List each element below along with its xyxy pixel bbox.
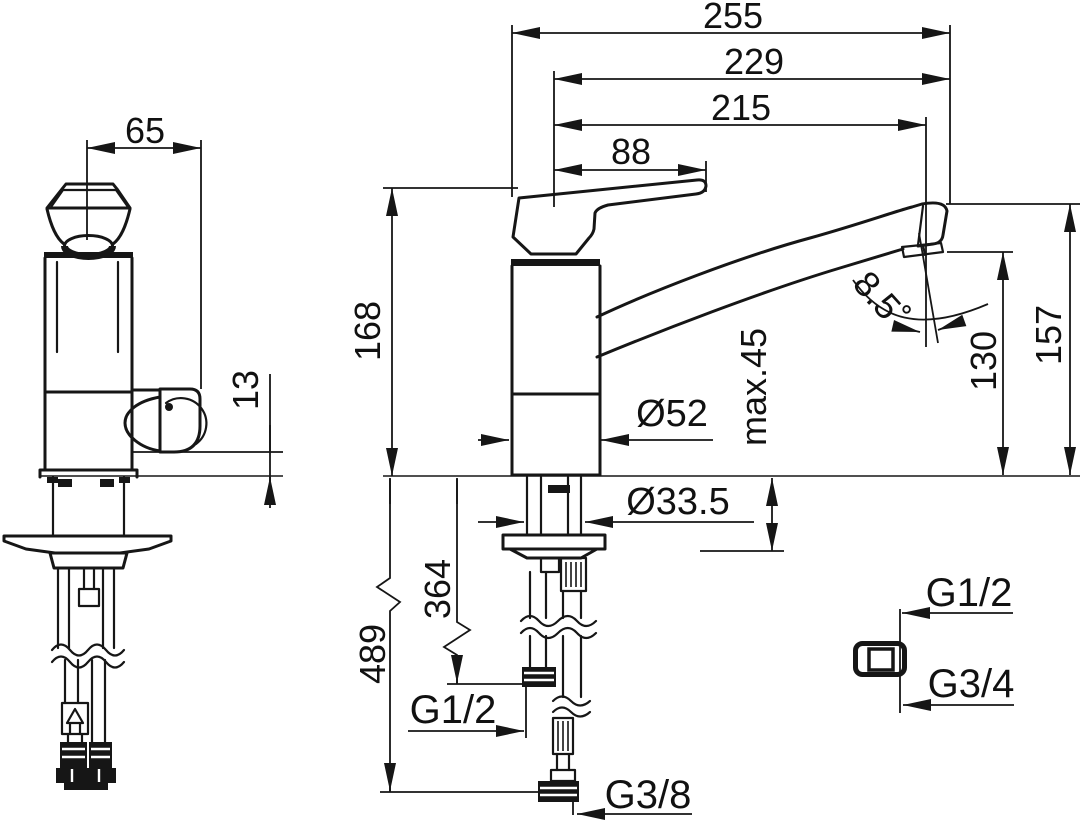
dim-13-label: 13 bbox=[225, 370, 266, 410]
extension-lines-side bbox=[380, 25, 1080, 815]
spout-bottom-edge bbox=[595, 247, 905, 359]
body-base bbox=[38, 468, 139, 479]
check-valve-body bbox=[60, 701, 90, 736]
lever-handle-outline bbox=[511, 178, 708, 256]
escutcheon-lip-side bbox=[511, 259, 600, 266]
aerator-ring bbox=[900, 241, 945, 259]
g34-adapter-label: G3/4 bbox=[928, 662, 1015, 706]
hose-crimp bbox=[559, 556, 588, 593]
hoses-lower-side bbox=[528, 634, 583, 699]
dim-215-label: 215 bbox=[711, 87, 771, 128]
body-reflection-lines bbox=[55, 260, 120, 354]
dim-168-label: 168 bbox=[347, 301, 388, 361]
gasket-right bbox=[100, 479, 114, 487]
g38-hose-label: G3/8 bbox=[605, 773, 692, 817]
handle-collar bbox=[45, 207, 132, 246]
supply-hoses-lower bbox=[63, 658, 107, 744]
spout-outlet-bulge bbox=[123, 388, 162, 453]
dim-max45-label: max.45 bbox=[733, 328, 774, 446]
check-valve-arrow bbox=[65, 707, 85, 736]
locknut bbox=[48, 551, 129, 570]
front-view bbox=[2, 182, 208, 790]
dim-255-label: 255 bbox=[703, 0, 763, 36]
hose-crimp-hatch bbox=[565, 562, 582, 587]
escutcheon-lip bbox=[44, 252, 133, 258]
hose-collar bbox=[549, 768, 577, 783]
bracket-cone bbox=[508, 547, 599, 560]
braided-hose-section bbox=[551, 716, 575, 756]
adapter-detail: G1/2 G3/4 bbox=[853, 571, 1015, 713]
supply-hoses-upper bbox=[56, 566, 116, 650]
side-view-dimensions: 255 229 215 88 168 130 157 max.45 Ø52 Ø3… bbox=[347, 0, 1080, 817]
shank-side bbox=[525, 475, 583, 537]
aerator-opening-arc bbox=[164, 397, 208, 446]
aerator-axis-line bbox=[918, 232, 939, 344]
g12-hose-nut-stripes bbox=[524, 671, 554, 682]
elbow-gaps bbox=[70, 769, 101, 782]
elbow-lip bbox=[64, 783, 108, 790]
mounting-flange bbox=[2, 534, 173, 555]
hose-nut-right bbox=[89, 742, 112, 768]
g12-hose-label: G1/2 bbox=[410, 688, 497, 732]
body-outline bbox=[43, 256, 134, 472]
dim-157-label: 157 bbox=[1028, 305, 1069, 365]
body-outline-side bbox=[510, 264, 602, 477]
shank-lines bbox=[51, 475, 126, 538]
hoses-upper-side bbox=[528, 570, 583, 620]
hose-nut-stripes bbox=[62, 747, 110, 759]
break-wave-side bbox=[519, 614, 598, 640]
dim-489-label: 489 bbox=[352, 624, 393, 684]
front-view-dimensions: 65 13 bbox=[86, 110, 283, 508]
adapter-hex bbox=[867, 647, 895, 672]
g38-hose-nut bbox=[538, 781, 579, 802]
dim-dia335-label: Ø33.5 bbox=[626, 481, 730, 523]
dim-dia52-label: Ø52 bbox=[636, 393, 708, 435]
angle-arrow-right bbox=[937, 314, 967, 331]
dim-65-label: 65 bbox=[125, 110, 165, 151]
hose-fitting bbox=[77, 587, 101, 608]
dim-line-489 bbox=[375, 478, 402, 792]
break-wave-side2 bbox=[551, 695, 592, 718]
gasket-left bbox=[58, 479, 72, 487]
dim-364-label: 364 bbox=[417, 559, 458, 619]
braid-hatch bbox=[557, 721, 569, 751]
spout-top-edge bbox=[595, 201, 949, 319]
g12-adapter-label: G1/2 bbox=[926, 571, 1013, 615]
angle-arc bbox=[852, 279, 989, 321]
spout-tip-seam bbox=[916, 204, 925, 247]
shank-gasket bbox=[548, 485, 570, 493]
angle-arrow-left bbox=[891, 319, 921, 333]
g38-hose-nut-stripes bbox=[540, 786, 577, 797]
hose-nut-left bbox=[60, 742, 87, 768]
handle-cap-facets bbox=[49, 188, 130, 209]
fitting-small bbox=[539, 556, 561, 574]
dim-229-label: 229 bbox=[724, 41, 784, 82]
dim-88-label: 88 bbox=[611, 131, 651, 172]
angle-label: 8.5˚ bbox=[845, 263, 917, 337]
adapter-body bbox=[853, 641, 907, 677]
side-view bbox=[501, 178, 949, 802]
mounting-bracket bbox=[501, 533, 607, 551]
dim-130-label: 130 bbox=[963, 331, 1004, 391]
break-wave-lines bbox=[50, 643, 126, 669]
elbow-fitting bbox=[56, 768, 116, 783]
outlet-center-dot bbox=[165, 403, 173, 411]
hose-tail bbox=[555, 752, 571, 772]
